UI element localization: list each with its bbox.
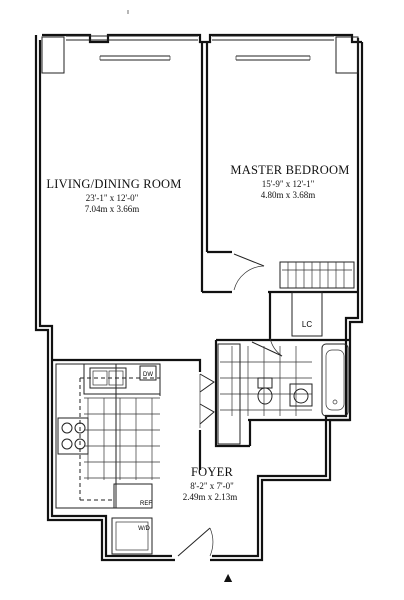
foyer-name: FOYER [191,465,233,479]
refrigerator [113,483,153,509]
bedroom-dimensions-metric: 4.80m x 3.68m [261,190,316,200]
foyer-dimensions-metric: 2.49m x 2.13m [183,492,238,502]
dishwasher [139,365,157,381]
kitchen-sink [89,367,127,389]
bedroom-name: MASTER BEDROOM [230,163,349,177]
fixture-labels: LC DW REF W/D [138,320,312,532]
living-room-name: LIVING/DINING ROOM [46,177,181,191]
bathroom-sink [289,383,313,407]
refrigerator-label: REF [140,501,152,507]
interior-walls [52,42,358,470]
bedroom-closet-shelving [282,262,352,288]
bathtub [321,343,349,417]
windows [66,35,334,61]
living-room-dimensions-metric: 7.04m x 3.66m [85,204,140,214]
kitchen-tile-grid [84,397,160,480]
doors [177,253,283,557]
toilet [257,377,273,405]
kitchen [55,363,161,555]
bathroom-tile-grid [220,346,312,416]
washer-dryer [111,517,153,555]
living-room-dimensions-imperial: 23'-1" x 12'-0" [86,193,139,203]
linen-closet-label: LC [302,320,312,329]
bathtub-basin [325,349,345,411]
bathroom [217,343,349,445]
entrance-arrow-icon: ▲ [221,571,235,586]
dishwasher-label: DW [143,372,153,378]
foyer-dimensions-imperial: 8'-2" x 7'-0" [190,481,234,491]
bedroom-dimensions-imperial: 15'-9" x 12'-1" [262,179,315,189]
washer-dryer-label: W/D [138,526,150,532]
cooktop [57,417,89,455]
room-labels: LIVING/DINING ROOM 23'-1" x 12'-0" 7.04m… [46,163,349,502]
